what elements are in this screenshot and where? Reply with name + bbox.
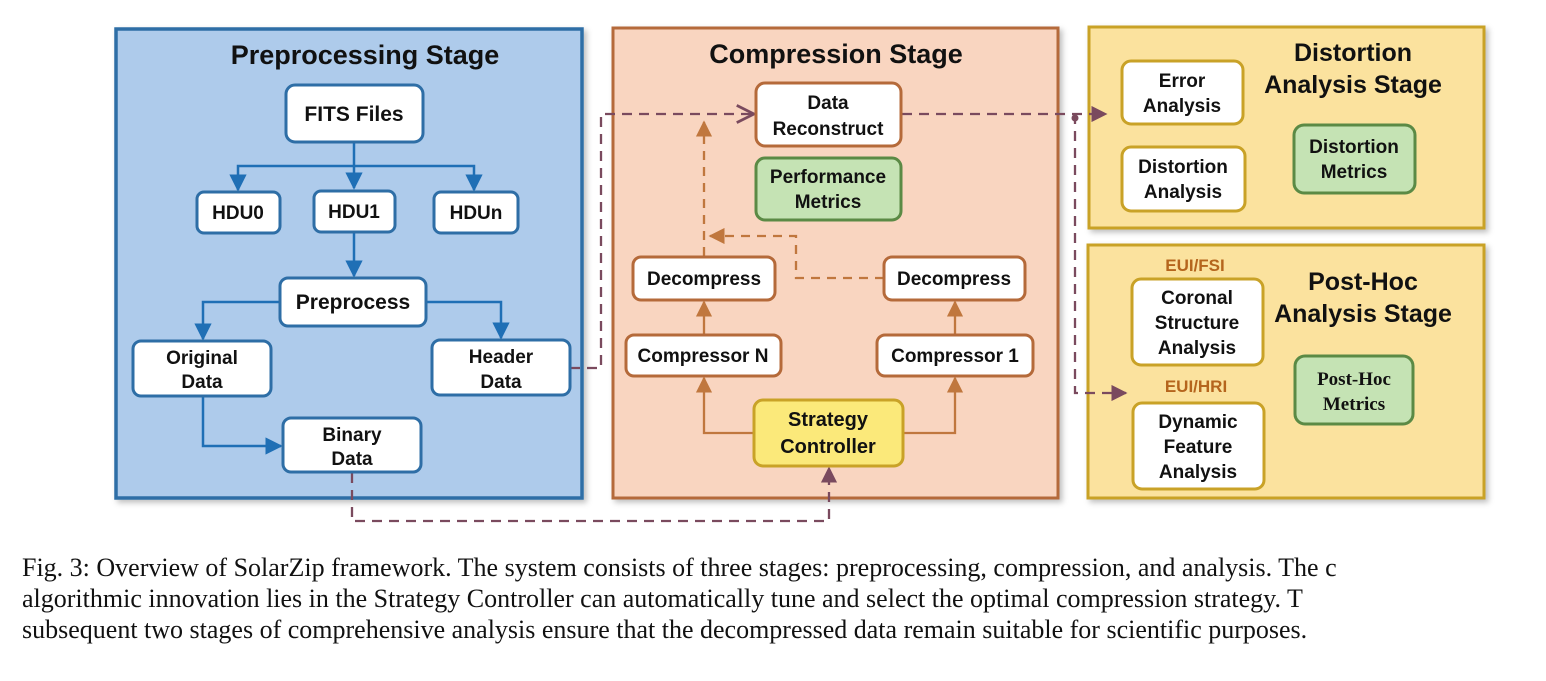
flow-junction-dot (1071, 114, 1079, 122)
original-data-label-line2: Data (181, 372, 223, 393)
posthoc-metrics-label-line1: Post-Hoc (1317, 369, 1391, 390)
posthoc-stage-title-line1: Post-Hoc (1308, 268, 1418, 296)
header-data-node: Header Data (430, 338, 572, 397)
binary-data-label-line2: Data (331, 449, 373, 470)
posthoc-metrics-label-line2: Metrics (1323, 394, 1385, 415)
header-data-label-line2: Data (480, 372, 522, 393)
distortion-metrics-node: Distortion Metrics (1292, 123, 1417, 195)
error-analysis-label-line1: Error (1159, 71, 1206, 92)
original-data-node: Original Data (131, 339, 273, 398)
hdu1-node: HDU1 (312, 189, 397, 234)
decompress-right-label: Decompress (897, 269, 1011, 290)
decompress-left-node: Decompress (631, 255, 777, 302)
caption-line-2: algorithmic innovation lies in the Strat… (22, 584, 1303, 613)
preprocessing-connectors (194, 143, 510, 455)
coronal-structure-label-line3: Analysis (1158, 338, 1236, 359)
compression-dashed-connectors (695, 120, 884, 280)
strategy-controller-label-line2: Controller (780, 436, 876, 458)
dynamic-feature-label-line2: Feature (1164, 437, 1233, 458)
hdu0-label: HDU0 (212, 203, 264, 224)
compressor-1-node: Compressor 1 (875, 333, 1035, 378)
preprocess-label: Preprocess (296, 291, 410, 314)
distortion-metrics-label-line1: Distortion (1309, 137, 1399, 158)
preprocess-to-original-arrow (194, 300, 281, 341)
strategy-controller-label-line1: Strategy (788, 409, 869, 431)
strategy-to-compressor-n-arrow (695, 376, 754, 435)
data-reconstruct-node: Data Reconstruct (754, 81, 903, 148)
strategy-controller-node: Strategy Controller (752, 398, 905, 468)
header-data-label-line1: Header (469, 347, 534, 368)
distortion-metrics-label-line2: Metrics (1321, 162, 1388, 183)
coronal-structure-label-line1: Coronal (1161, 288, 1233, 309)
compressor-n-label: Compressor N (638, 346, 769, 367)
coronal-structure-label-line2: Structure (1155, 313, 1239, 334)
coronal-structure-analysis-node: Coronal Structure Analysis (1130, 277, 1265, 367)
compressor-1-label: Compressor 1 (891, 346, 1019, 367)
data-flow-dashed (350, 114, 1128, 523)
solarzip-diagram: Preprocessing Stage Compression Stage Di… (114, 25, 1486, 523)
figure-caption: Fig. 3: Overview of SolarZip framework. … (22, 552, 1542, 645)
fits-files-label: FITS Files (304, 103, 403, 126)
performance-metrics-node: Performance Metrics (754, 156, 903, 222)
performance-metrics-label-line1: Performance (770, 167, 886, 188)
preprocess-to-header-arrow (426, 300, 510, 340)
fits-files-node: FITS Files (284, 83, 425, 144)
caption-line-3: subsequent two stages of comprehensive a… (22, 615, 1308, 644)
compressor-n-node: Compressor N (624, 333, 783, 378)
error-analysis-label-line2: Analysis (1143, 96, 1221, 117)
decompress-right-node: Decompress (882, 255, 1027, 302)
data-reconstruct-label-line2: Reconstruct (773, 119, 885, 140)
binary-data-label-line1: Binary (322, 425, 382, 446)
performance-metrics-label-line2: Metrics (795, 192, 862, 213)
distortion-stage-title-line2: Analysis Stage (1264, 71, 1442, 99)
distortion-analysis-label-line2: Analysis (1144, 182, 1222, 203)
binary-data-node: Binary Data (281, 416, 423, 474)
data-reconstruct-label-line1: Data (807, 93, 849, 114)
binary-to-strategy-flow (350, 466, 838, 523)
original-to-binary-arrow (201, 397, 283, 455)
original-data-label-line1: Original (166, 348, 238, 369)
hdun-node: HDUn (432, 190, 520, 235)
preprocessing-stage-title: Preprocessing Stage (231, 40, 500, 70)
posthoc-metrics-node: Post-Hoc Metrics (1293, 354, 1415, 426)
fits-to-hdun-arrow (354, 164, 483, 192)
hdu1-label: HDU1 (328, 202, 380, 223)
eui-fsi-tag: EUI/FSI (1165, 256, 1225, 275)
header-to-reconstruct-flow (570, 114, 754, 370)
caption-line-1: Fig. 3: Overview of SolarZip framework. … (22, 553, 1337, 582)
dynamic-feature-analysis-node: Dynamic Feature Analysis (1131, 401, 1266, 491)
preprocess-node: Preprocess (278, 276, 428, 328)
reconstruct-to-posthoc-flow (1073, 114, 1128, 402)
distortion-analysis-node: Distortion Analysis (1120, 145, 1247, 213)
strategy-to-compressor-1-arrow (904, 376, 964, 435)
dynamic-feature-label-line3: Analysis (1159, 462, 1237, 483)
compression-connectors (695, 300, 964, 435)
error-analysis-node: Error Analysis (1120, 59, 1245, 126)
distortion-analysis-label-line1: Distortion (1138, 157, 1228, 178)
hdun-label: HDUn (450, 203, 503, 224)
fits-to-hdu0-arrow (229, 164, 354, 192)
dynamic-feature-label-line1: Dynamic (1158, 412, 1238, 433)
posthoc-stage-title-line2: Analysis Stage (1274, 300, 1452, 328)
hdu0-node: HDU0 (195, 190, 282, 235)
decompress-left-label: Decompress (647, 269, 761, 290)
distortion-stage-title-line1: Distortion (1294, 39, 1412, 67)
eui-hri-tag: EUI/HRI (1165, 377, 1227, 396)
compression-stage-title: Compression Stage (709, 39, 963, 69)
